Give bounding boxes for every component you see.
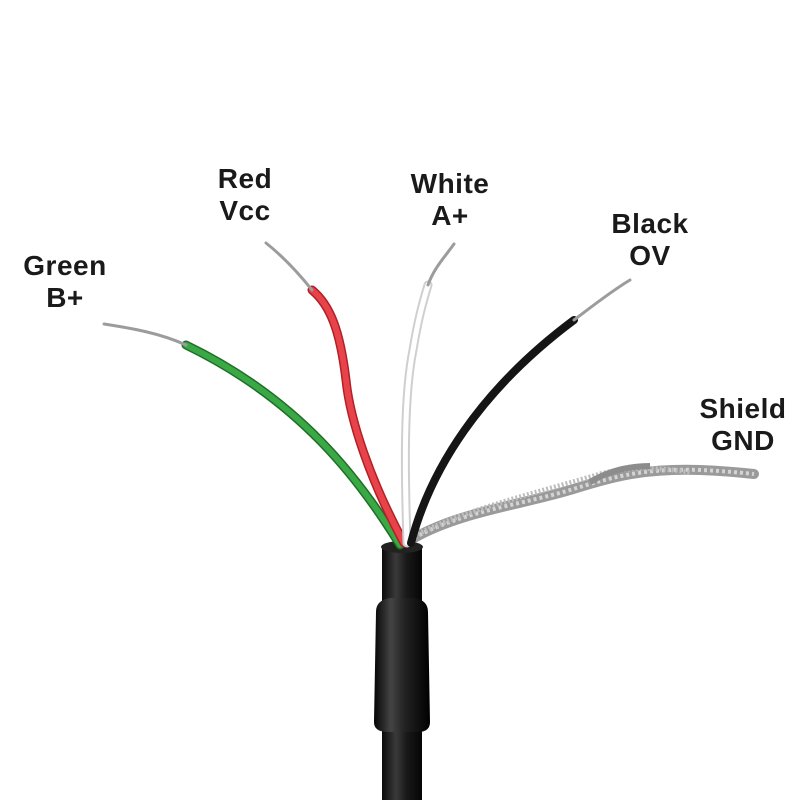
label-shield-wire: Shield GND bbox=[683, 393, 800, 457]
wire-color-name: Green bbox=[23, 250, 107, 281]
wire-signal: OV bbox=[629, 240, 671, 271]
label-green-wire: Green B+ bbox=[10, 250, 120, 314]
cable-jacket bbox=[374, 541, 430, 800]
wire-color-name: Red bbox=[217, 163, 273, 194]
label-black-wire: Black OV bbox=[595, 208, 705, 272]
wire-color-name: Black bbox=[611, 208, 689, 239]
wire-signal: A+ bbox=[431, 200, 469, 231]
black-wire bbox=[407, 278, 632, 547]
label-red-wire: Red Vcc bbox=[195, 163, 295, 227]
white-wire bbox=[400, 242, 456, 548]
wire-signal: B+ bbox=[46, 282, 84, 313]
wire-color-name: Shield bbox=[699, 393, 787, 424]
wire-signal: Vcc bbox=[219, 195, 271, 226]
wire-signal: GND bbox=[711, 425, 775, 456]
shield-wire bbox=[409, 463, 759, 543]
red-wire bbox=[264, 241, 409, 548]
green-wire bbox=[102, 322, 405, 550]
wire-color-name: White bbox=[410, 168, 490, 199]
label-white-wire: White A+ bbox=[395, 168, 505, 232]
